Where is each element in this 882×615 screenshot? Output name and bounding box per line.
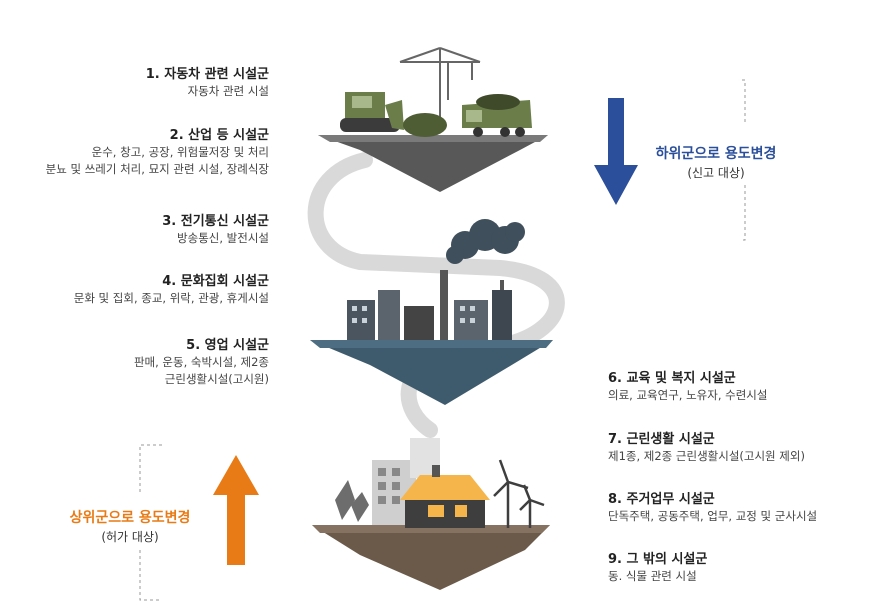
group-desc: 제1종, 제2종 근린생활시설(고시원 제외) xyxy=(608,449,805,463)
upgrade-subtitle: (허가 대상) xyxy=(101,530,159,544)
group-title: 4. 문화집회 시설군 xyxy=(162,274,269,289)
up-arrow-icon xyxy=(213,455,259,565)
bulldozer-icon xyxy=(340,92,404,132)
bracket-up xyxy=(139,444,162,601)
facility-group-4: 4. 문화집회 시설군 문화 및 집회, 종교, 위락, 관광, 휴게시설 xyxy=(74,273,269,307)
upgrade-callout: 상위군으로 용도변경 (허가 대상) xyxy=(55,508,205,546)
island-top xyxy=(318,47,548,192)
down-arrow-icon xyxy=(594,98,638,205)
island-bottom xyxy=(312,438,550,590)
smoke-cloud-icon xyxy=(446,219,525,264)
group-desc: 동. 식물 관련 시설 xyxy=(608,569,697,583)
upgrade-title: 상위군으로 용도변경 xyxy=(69,510,191,526)
group-desc: 문화 및 집회, 종교, 위락, 관광, 휴게시설 xyxy=(73,291,269,305)
group-title: 7. 근린생활 시설군 xyxy=(608,432,715,447)
group-desc: 방송통신, 발전시설 xyxy=(177,231,269,245)
group-desc: 자동차 관련 시설 xyxy=(187,84,269,98)
group-desc: 분뇨 및 쓰레기 처리, 묘지 관련 시설, 장례식장 xyxy=(45,162,269,176)
group-title: 5. 영업 시설군 xyxy=(186,338,269,353)
group-title: 1. 자동차 관련 시설군 xyxy=(145,67,269,82)
wind-turbine-icon xyxy=(493,459,545,528)
group-title: 3. 전기통신 시설군 xyxy=(162,214,269,229)
factory-icon xyxy=(347,270,512,340)
downgrade-title: 하위군으로 용도변경 xyxy=(655,146,777,162)
group-title: 6. 교육 및 복지 시설군 xyxy=(608,371,736,386)
tree-icon xyxy=(351,492,369,522)
facility-group-5: 5. 영업 시설군 판매, 운동, 숙박시설, 제2종 근린생활시설(고시원) xyxy=(134,337,269,388)
island-middle xyxy=(310,219,553,405)
group-title: 9. 그 밖의 시설군 xyxy=(608,552,708,567)
downgrade-callout: 하위군으로 용도변경 (신고 대상) xyxy=(641,144,791,182)
bracket-down xyxy=(742,79,746,241)
group-title: 8. 주거업무 시설군 xyxy=(608,492,715,507)
group-desc: 운수, 창고, 공장, 위험물저장 및 처리 xyxy=(91,145,269,159)
facility-group-9: 9. 그 밖의 시설군 동. 식물 관련 시설 xyxy=(608,551,707,585)
facility-group-3: 3. 전기통신 시설군 방송통신, 발전시설 xyxy=(162,213,269,247)
group-desc: 의료, 교육연구, 노유자, 수련시설 xyxy=(608,388,768,402)
group-title: 2. 산업 등 시설군 xyxy=(169,128,269,143)
dump-truck-icon xyxy=(462,94,532,137)
group-desc: 판매, 운동, 숙박시설, 제2종 xyxy=(133,355,269,369)
house-icon xyxy=(400,465,490,528)
group-desc: 근린생활시설(고시원) xyxy=(164,372,269,386)
dirt-pile xyxy=(403,113,447,137)
tree-icon xyxy=(335,480,355,520)
facility-group-8: 8. 주거업무 시설군 단독주택, 공동주택, 업무, 교정 및 군사시설 xyxy=(608,491,817,525)
downgrade-subtitle: (신고 대상) xyxy=(687,166,745,180)
group-desc: 단독주택, 공동주택, 업무, 교정 및 군사시설 xyxy=(608,509,818,523)
facility-group-1: 1. 자동차 관련 시설군 자동차 관련 시설 xyxy=(146,66,269,100)
facility-group-6: 6. 교육 및 복지 시설군 의료, 교육연구, 노유자, 수련시설 xyxy=(608,370,767,404)
facility-group-7: 7. 근린생활 시설군 제1종, 제2종 근린생활시설(고시원 제외) xyxy=(608,431,805,465)
facility-group-2: 2. 산업 등 시설군 운수, 창고, 공장, 위험물저장 및 처리 분뇨 및 … xyxy=(46,127,269,178)
